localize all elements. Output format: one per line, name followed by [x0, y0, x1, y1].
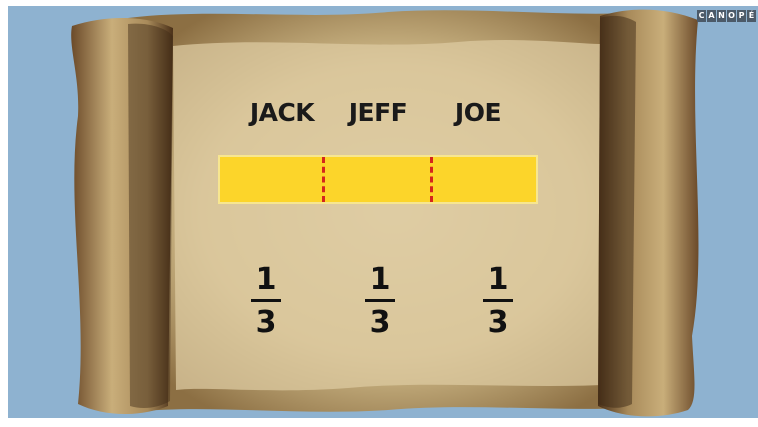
fraction-numerator: 1 [350, 264, 410, 296]
fraction-denominator: 3 [350, 307, 410, 339]
logo-letter: N [717, 10, 726, 22]
video-frame: JACK JEFF JOE 1 3 1 3 1 3 C A N O P É [8, 6, 758, 418]
logo-letter: É [747, 10, 756, 22]
parchment-scroll [8, 6, 758, 418]
strip-divider-2 [430, 157, 433, 202]
fraction-bar [251, 299, 281, 302]
logo-letter: P [737, 10, 746, 22]
fraction-numerator: 1 [468, 264, 528, 296]
strip-divider-1 [322, 157, 325, 202]
fraction-joe: 1 3 [468, 264, 528, 339]
fraction-numerator: 1 [236, 264, 296, 296]
fraction-jack: 1 3 [236, 264, 296, 339]
fraction-jeff: 1 3 [350, 264, 410, 339]
fraction-bar [365, 299, 395, 302]
name-joe: JOE [418, 98, 538, 127]
logo-letter: O [727, 10, 736, 22]
fraction-bar [483, 299, 513, 302]
logo-letter: A [707, 10, 716, 22]
fraction-strip [218, 155, 538, 204]
logo-letter: C [697, 10, 706, 22]
fraction-denominator: 3 [236, 307, 296, 339]
canope-logo: C A N O P É [697, 10, 756, 22]
fraction-denominator: 3 [468, 307, 528, 339]
